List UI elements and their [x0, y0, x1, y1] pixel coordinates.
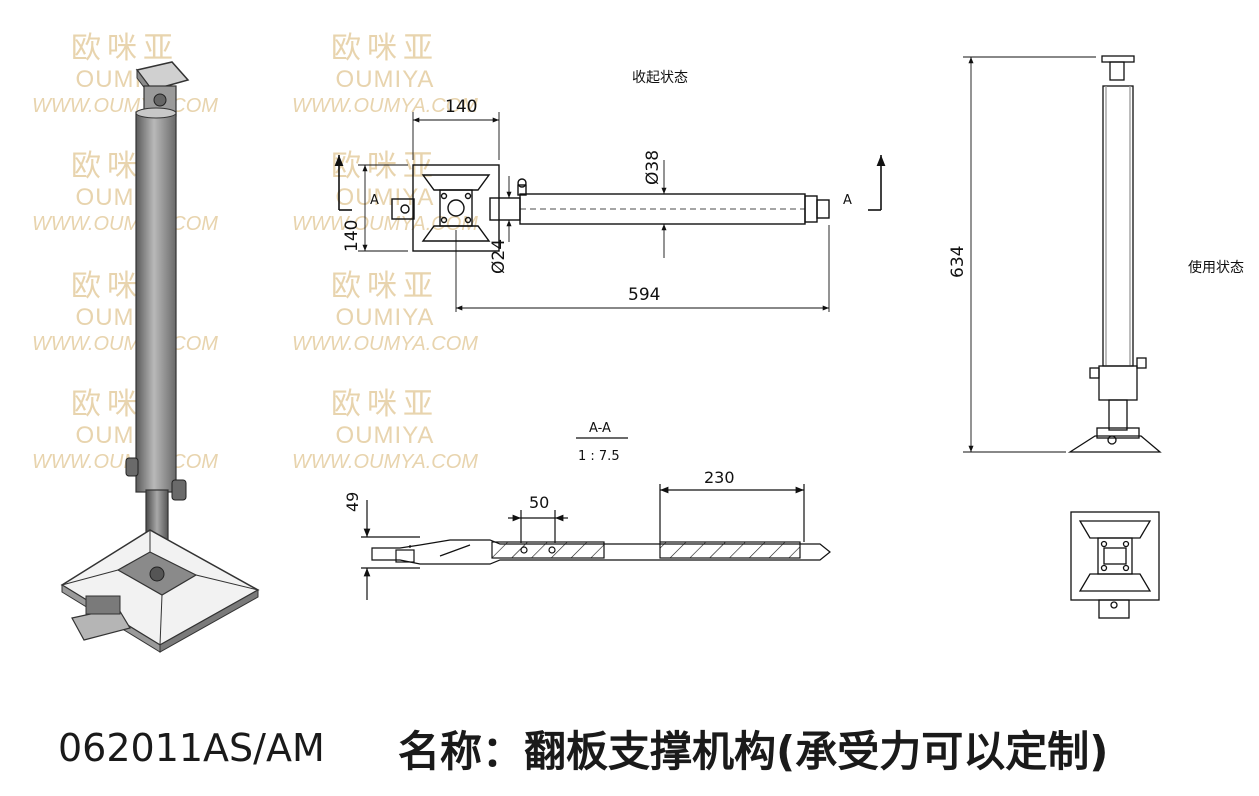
section-marker-right: A: [843, 193, 852, 208]
section-scale: 1 : 7.5: [578, 449, 620, 464]
dim-pin-diameter: Ø24: [489, 239, 509, 274]
dim-hole-spacing: 50: [529, 493, 549, 512]
dim-tube-diameter: Ø38: [643, 150, 663, 185]
dim-section-height: 49: [343, 492, 362, 512]
dim-plate-width: 140: [445, 97, 477, 117]
section-view-a-a: [361, 437, 831, 600]
side-view-in-use: [963, 55, 1162, 453]
dimensions-collapsed: [334, 112, 886, 312]
model-number: 062011AS/AM: [58, 726, 325, 770]
dim-height-in-use: 634: [948, 246, 968, 278]
isometric-render: [60, 61, 260, 653]
state-collapsed-label: 收起状态: [632, 70, 688, 86]
dim-slot-length: 230: [704, 468, 735, 487]
section-marker-left: A: [370, 193, 379, 208]
top-view-collapsed: [391, 164, 830, 252]
dim-total-length: 594: [628, 285, 660, 305]
product-name: 名称：翻板支撑机构(承受力可以定制): [398, 727, 1109, 776]
state-in-use-label: 使用状态: [1188, 259, 1244, 276]
top-view-in-use: [1070, 511, 1160, 619]
dim-plate-height: 140: [342, 220, 362, 252]
section-title: A-A: [589, 421, 611, 436]
